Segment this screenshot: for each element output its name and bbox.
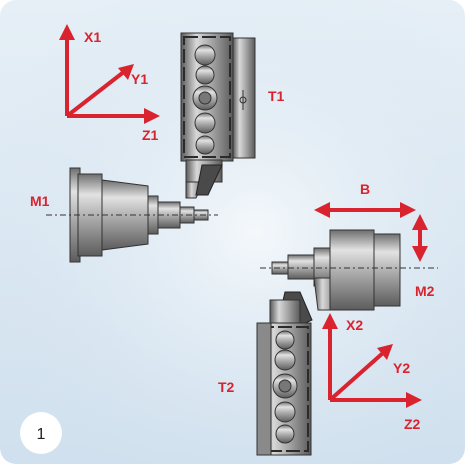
turret-top xyxy=(180,32,256,199)
turret-label-t1: T1 xyxy=(268,88,285,104)
turret-bottom xyxy=(256,291,313,456)
axis-label-y1: Y1 xyxy=(131,71,148,87)
axis-label-z2: Z2 xyxy=(404,416,421,432)
spindle-label-m1: M1 xyxy=(30,193,50,209)
axis-arrowheads-bottom xyxy=(322,313,422,408)
spindle-main xyxy=(46,167,218,263)
turret-label-t2: T2 xyxy=(218,379,235,395)
spindle-label-m2: M2 xyxy=(415,283,435,299)
figure-number-badge xyxy=(20,412,62,454)
axis-label-y2: Y2 xyxy=(393,360,410,376)
travel-label-b: B xyxy=(360,181,370,197)
b-travel-arrow xyxy=(314,202,416,218)
axis-triad-bottom xyxy=(328,326,410,402)
axis-triad-top xyxy=(65,38,148,118)
axis-arrowheads-top xyxy=(59,24,160,124)
vertical-travel-arrow xyxy=(412,214,428,262)
axis-label-x1: X1 xyxy=(84,29,101,45)
figure-number: 1 xyxy=(37,426,46,443)
axis-label-z1: Z1 xyxy=(142,127,159,143)
axis-label-x2: X2 xyxy=(346,317,363,333)
spindle-sub xyxy=(260,229,438,311)
